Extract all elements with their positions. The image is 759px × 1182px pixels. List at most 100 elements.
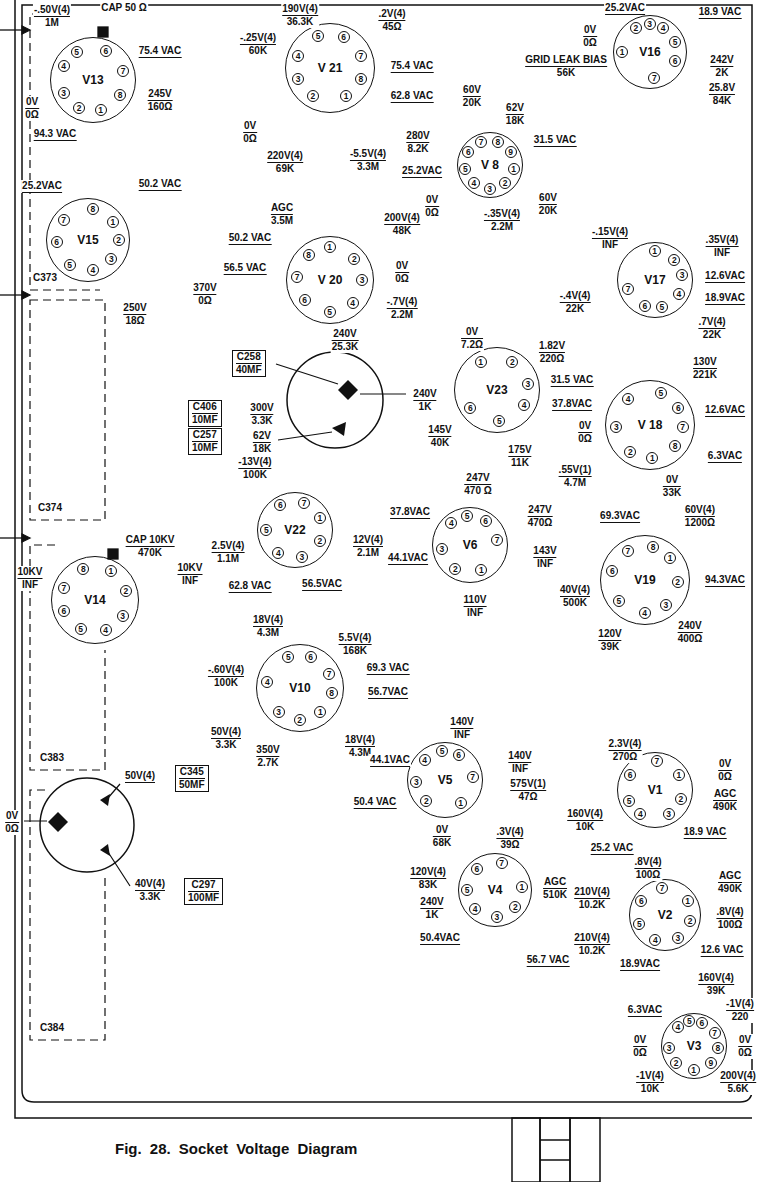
reading-text: 33K — [663, 487, 681, 499]
reading-text: 0V — [738, 1034, 752, 1047]
pin-number: 8 — [669, 440, 681, 452]
pin-number: 7 — [656, 882, 668, 894]
reading-text: 18K — [506, 115, 524, 127]
reading-text: 0V — [243, 120, 257, 133]
arrow-head — [22, 291, 30, 299]
pin-number: 4 — [639, 607, 651, 619]
voltage-reading: 56.7VAC — [367, 686, 409, 699]
pin-number: 2 — [684, 915, 696, 927]
voltage-reading: 220V(4)69K — [266, 150, 304, 175]
voltage-reading: 0V0Ω — [577, 420, 593, 445]
voltage-reading: 0V0Ω — [582, 24, 598, 49]
reading-text: 11K — [511, 457, 529, 469]
pin-number: 7 — [651, 755, 663, 767]
reading-text: 5.6K — [727, 1083, 748, 1095]
voltage-reading: 12.6VAC — [704, 270, 746, 283]
pin-number: 1 — [314, 512, 326, 524]
tube-socket: V 2112345678 — [285, 23, 375, 113]
reading-text: 510K — [543, 889, 567, 901]
pin-number: 3 — [436, 543, 448, 555]
voltage-reading: 210V(4)10.2K — [573, 932, 611, 957]
pin-number: 1 — [324, 241, 336, 253]
voltage-reading: 245V160Ω — [147, 88, 174, 113]
reading-text: 48K — [393, 225, 411, 237]
reading-text: 6.3VAC — [708, 450, 742, 463]
capacitor-value: C258 — [236, 351, 262, 364]
reading-text: 10.2K — [579, 899, 606, 911]
reading-text: 240V — [420, 896, 443, 909]
voltage-reading: CAP 50 Ω — [100, 2, 148, 14]
voltage-reading: 18.9VAC — [619, 958, 661, 971]
tube-socket: V61234567 — [432, 507, 508, 583]
reading-text: 370V — [193, 282, 216, 295]
reading-text: 60V — [463, 84, 481, 97]
voltage-reading: 110VINF — [463, 594, 488, 619]
tube-name: V14 — [84, 593, 105, 607]
pin-number: 3 — [292, 73, 304, 85]
filter-can — [276, 352, 406, 448]
reading-text: 2.2M — [391, 309, 413, 321]
voltage-reading: -13V(4)100K — [237, 456, 272, 481]
voltage-reading: 18.9 VAC — [683, 826, 728, 839]
tube-socket: V23123456 — [454, 347, 540, 433]
voltage-reading: 0V0Ω — [632, 1034, 648, 1059]
reading-text: 37.8VAC — [390, 506, 430, 519]
voltage-reading: 175V11K — [507, 444, 532, 469]
pin-number: 6 — [462, 146, 474, 158]
voltage-reading: 300V3.3K — [249, 402, 274, 427]
pin-number: 6 — [672, 402, 684, 414]
tube-socket: V1512345678 — [46, 198, 130, 282]
voltage-reading: 50.2 VAC — [228, 232, 273, 245]
reading-text: 0Ω — [633, 1047, 647, 1059]
voltage-reading: 247V470Ω — [527, 504, 554, 529]
reading-text: 39K — [707, 985, 725, 997]
tube-name: V22 — [284, 523, 305, 537]
reading-text: 56.7 VAC — [527, 954, 570, 967]
top-cap — [108, 549, 118, 559]
reading-text: 0Ω — [425, 207, 439, 219]
reading-text: 50.2 VAC — [139, 178, 182, 191]
voltage-reading: -.60V(4)100K — [207, 664, 245, 689]
voltage-reading: 37.8VAC — [389, 506, 431, 519]
reading-text: 110V — [464, 594, 487, 607]
reading-text: -5.5V(4) — [350, 148, 386, 161]
can-lug — [100, 844, 110, 856]
pin-number: 3 — [610, 421, 622, 433]
reading-text: 18.9 VAC — [699, 6, 742, 19]
voltage-reading: 25.2VAC — [401, 165, 443, 178]
pin-number: 1 — [105, 565, 117, 577]
pin-number: 2 — [294, 714, 306, 726]
reading-text: 0V — [718, 758, 732, 771]
reading-text: 18V(4) — [345, 734, 375, 747]
reading-text: 250V — [123, 302, 146, 315]
tube-name: V15 — [77, 233, 98, 247]
tube-name: V16 — [639, 45, 660, 59]
pin-number: 7 — [467, 771, 479, 783]
pin-number: 2 — [113, 234, 125, 246]
reading-text: 4.7M — [564, 477, 586, 489]
reading-text: 0V — [395, 260, 409, 273]
voltage-reading: CAP 10KV470K — [125, 534, 176, 559]
can-outline — [287, 352, 383, 448]
reading-text: 220Ω — [540, 353, 565, 365]
pin-number: 2 — [670, 1057, 682, 1069]
pin-number: 3 — [663, 808, 675, 820]
pin-number: 7 — [291, 271, 303, 283]
pin-number: 3 — [356, 274, 368, 286]
voltage-reading: 140VINF — [449, 716, 474, 741]
pin-number: 1 — [664, 552, 676, 564]
reading-text: 0V — [433, 824, 451, 837]
tube-name: V23 — [486, 383, 507, 397]
voltage-reading: .8V(4)100Ω — [715, 906, 744, 931]
voltage-reading: 69.3VAC — [599, 510, 641, 523]
pin-number: 1 — [475, 356, 487, 368]
reading-text: 56.7VAC — [368, 686, 408, 699]
reading-text: 160Ω — [148, 101, 173, 113]
pin-number: 8 — [326, 687, 338, 699]
pin-number: 7 — [648, 72, 660, 84]
reading-text: 0V — [578, 420, 592, 433]
reading-text: -.60V(4) — [208, 664, 244, 677]
reading-text: 8.2K — [407, 143, 428, 155]
pin-number: 4 — [518, 399, 530, 411]
reading-text: 25.2VAC — [402, 165, 442, 178]
